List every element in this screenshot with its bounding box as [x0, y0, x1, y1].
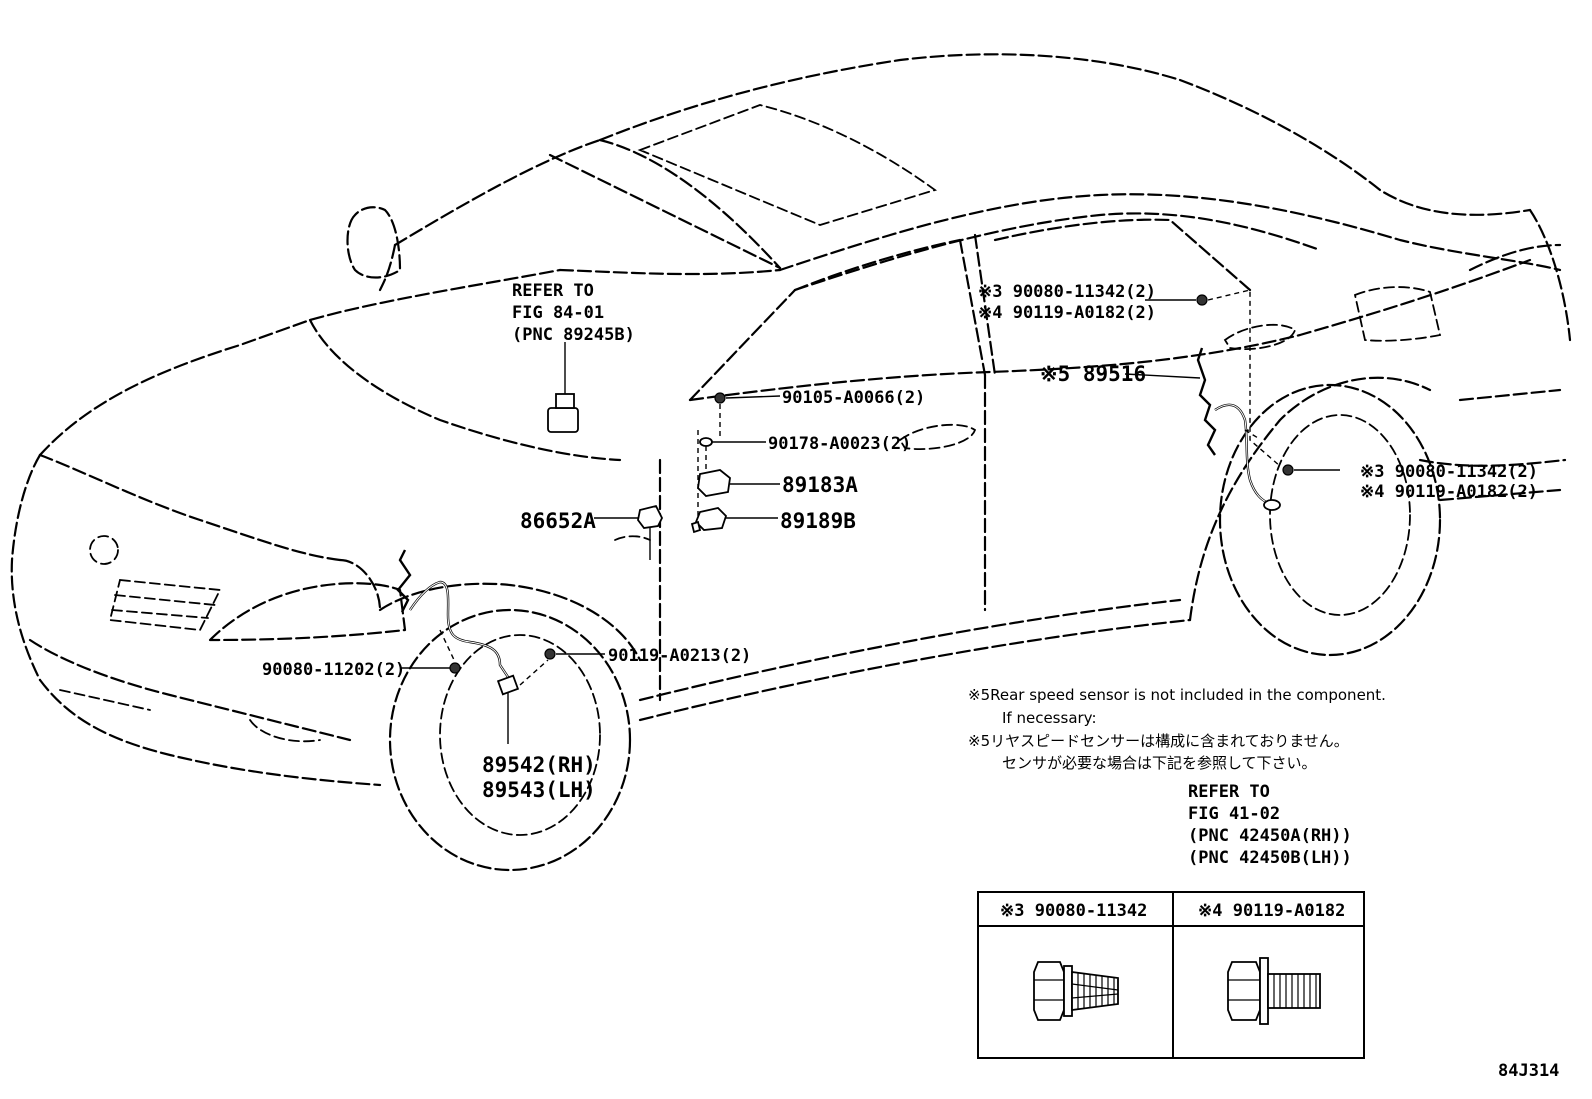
screw-90105-part	[714, 392, 781, 440]
refer-rear-line1: REFER TO	[1188, 782, 1270, 802]
bolt-table-header-2: ※4 90119-A0182	[1198, 901, 1345, 921]
note-jp-line2: センサが必要な場合は下記を参照して下さい。	[1002, 754, 1317, 772]
note-en-line1: ※5Rear speed sensor is not included in t…	[968, 686, 1386, 704]
sensor-89189b-part	[690, 507, 778, 534]
note-jp-line1: ※5リヤスピードセンサーは構成に含まれておりません。	[968, 732, 1349, 750]
callout-front-sensor-lh: 89543(LH)	[482, 778, 596, 802]
callout-rear-bolt-lower-a: ※3 90080-11342(2)	[1360, 462, 1538, 482]
callout-front-bolt-90119: 90119-A0213(2)	[608, 646, 751, 666]
refer-rear-line3: (PNC 42450A(RH))	[1188, 826, 1352, 846]
figure-id: 84J314	[1498, 1061, 1559, 1081]
callout-sensor-89189b: 89189B	[780, 509, 856, 533]
refer-front-line3: (PNC 89245B)	[512, 325, 635, 345]
callout-screw-90105: 90105-A0066(2)	[782, 388, 925, 408]
nut-90178-part	[697, 430, 766, 520]
refer-rear-line2: FIG 41-02	[1188, 804, 1280, 824]
bolt-90080-drawing	[1033, 961, 1119, 1021]
bolt-90119-drawing	[1227, 957, 1321, 1025]
sensor-89183a-part	[697, 469, 780, 497]
sensor-86652a-part	[594, 504, 664, 560]
callout-front-sensor-rh: 89542(RH)	[482, 753, 596, 777]
callout-rear-bolt-lower-b: ※4 90119-A0182(2)	[1360, 482, 1538, 502]
callout-rear-bolt-upper-b: ※4 90119-A0182(2)	[978, 303, 1156, 323]
bolt-table-header-1: ※3 90080-11342	[1000, 901, 1147, 921]
callout-rear-bolt-upper-a: ※3 90080-11342(2)	[978, 282, 1156, 302]
callout-sensor-86652a: 86652A	[520, 509, 596, 533]
rear-speed-sensor-part	[1124, 289, 1340, 511]
car-outline	[10, 53, 1572, 872]
callout-front-bolt-90080: 90080-11202(2)	[262, 660, 405, 680]
callout-nut-90178: 90178-A0023(2)	[768, 434, 911, 454]
front-speed-sensor-part	[396, 549, 605, 744]
front-sensor-89245b-part	[547, 342, 579, 433]
refer-front-line2: FIG 84-01	[512, 303, 604, 323]
callout-sensor-89183a: 89183A	[782, 473, 858, 497]
note-en-line2: If necessary:	[1002, 709, 1097, 727]
refer-front-line1: REFER TO	[512, 281, 594, 301]
refer-rear-line4: (PNC 42450B(LH))	[1188, 848, 1352, 868]
callout-rear-sensor: ※5 89516	[1040, 362, 1146, 386]
bolt-table: ※3 90080-11342 ※4 90119-A0182	[977, 891, 1365, 1059]
